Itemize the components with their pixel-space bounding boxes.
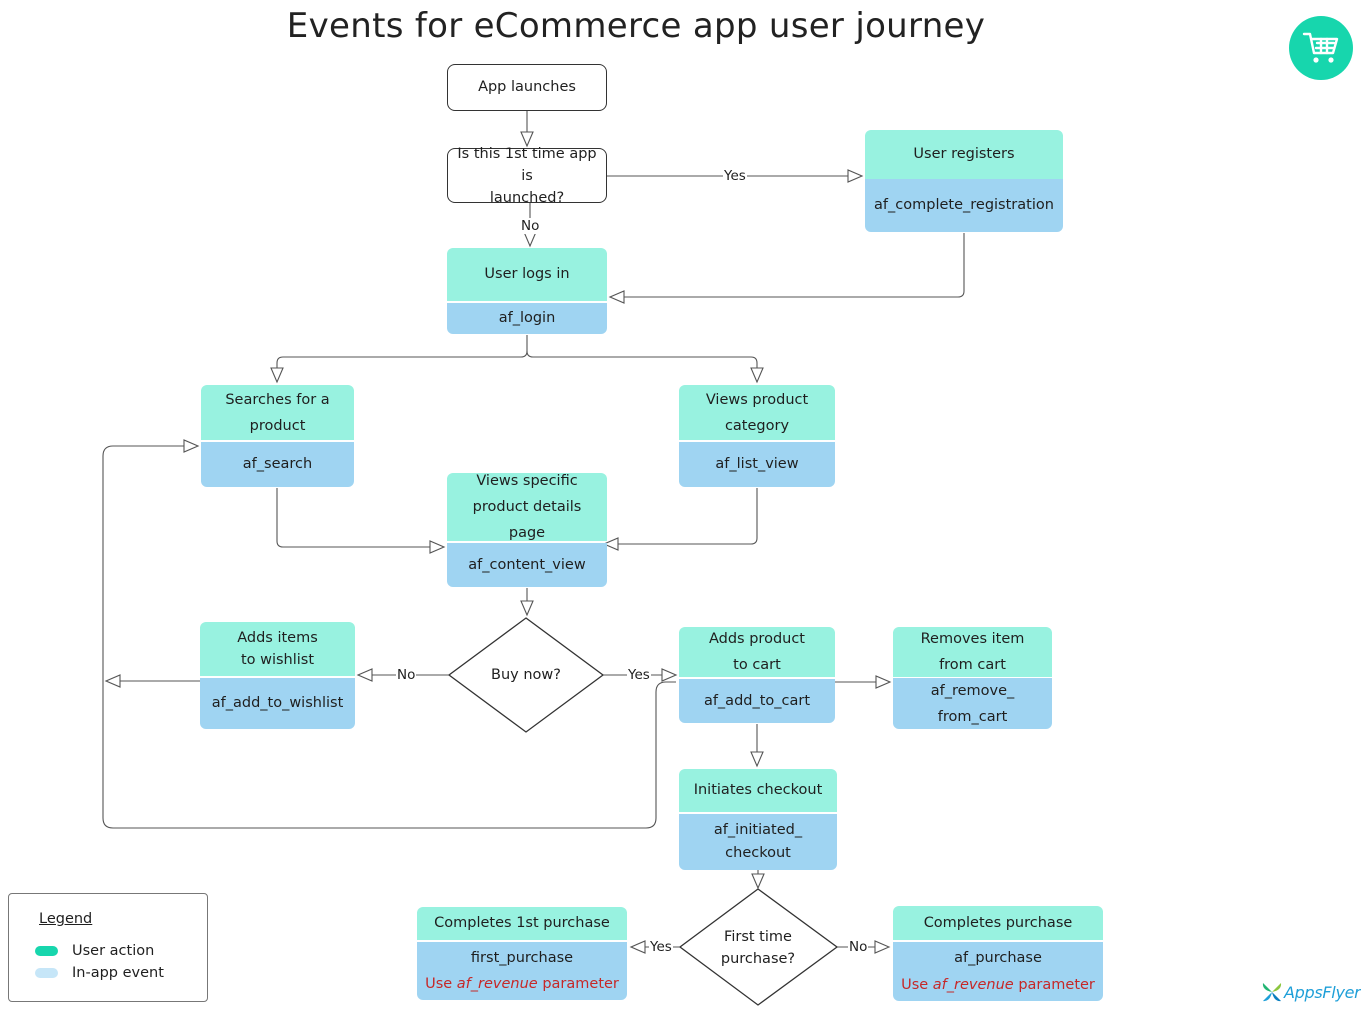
shopping-cart-icon — [1289, 16, 1353, 80]
edge-label-yes: Yes — [649, 939, 673, 955]
revenue-note-suffix: parameter — [1013, 976, 1095, 993]
node-completes-purchase: Completes purchase — [893, 906, 1103, 940]
node-adds-to-wishlist: Adds items to wishlist — [200, 622, 355, 676]
edge-login-split — [276, 335, 528, 382]
event-af-initiated-checkout: af_initiated_ checkout — [679, 814, 837, 870]
arrowhead — [429, 540, 446, 554]
arrowhead — [523, 231, 537, 248]
appsflyer-logo: AppsFlyer — [1260, 980, 1361, 1004]
event-af-add-to-cart: af_add_to_cart — [679, 679, 835, 723]
event-af-search: af_search — [201, 442, 354, 487]
event-af-remove-from-cart: af_remove_ from_cart — [893, 678, 1052, 729]
legend-row-user-action: User action — [35, 943, 154, 959]
edge-label-yes: Yes — [627, 667, 651, 683]
buy-now-diamond-shape — [447, 617, 605, 733]
shopping-cart-icon-glyph — [1302, 32, 1339, 63]
node-buy-now-question: Buy now? — [491, 666, 561, 683]
edge-label-yes: Yes — [723, 168, 747, 184]
arrowhead — [750, 367, 764, 384]
arrowhead — [875, 675, 892, 689]
arrowhead — [356, 668, 373, 682]
arrowhead — [661, 668, 678, 682]
revenue-note-prefix: Use — [425, 976, 457, 992]
event-first-purchase: first_purchase Use af_revenue parameter — [417, 942, 627, 1000]
arrowhead — [602, 537, 619, 551]
event-af-add-to-wishlist: af_add_to_wishlist — [200, 678, 355, 729]
legend-title: Legend — [39, 911, 93, 927]
legend-swatch-in-app-event — [35, 968, 58, 978]
arrowhead — [520, 131, 534, 148]
legend-row-in-app-event: In-app event — [35, 965, 164, 981]
revenue-param: af_revenue — [456, 976, 538, 992]
event-af-complete-registration: af_complete_registration — [865, 179, 1063, 232]
edge-loop-to-search — [102, 445, 676, 829]
node-views-product-details: Views specific product details page — [447, 473, 607, 541]
node-first-time-purchase-question: First time purchase? — [720, 929, 796, 967]
arrowhead — [874, 940, 891, 954]
legend: Legend User action In-app event — [8, 893, 208, 1002]
legend-label-in-app-event: In-app event — [72, 965, 164, 981]
first-time-purchase-diamond-shape — [678, 888, 839, 1006]
event-af-purchase-label: af_purchase — [954, 949, 1042, 966]
node-initiates-checkout: Initiates checkout — [679, 769, 837, 812]
legend-swatch-user-action — [35, 946, 58, 956]
revenue-note-prefix: Use — [901, 976, 933, 993]
edge-label-no: No — [848, 939, 869, 955]
arrowhead — [847, 169, 864, 183]
arrowhead — [629, 940, 646, 954]
node-views-category: Views product category — [679, 385, 835, 440]
brand-name: AppsFlyer — [1284, 982, 1361, 1002]
event-first-purchase-label: first_purchase — [470, 950, 574, 966]
revenue-note: Use af_revenue parameter — [901, 972, 1095, 999]
arrowhead — [750, 751, 764, 768]
arrowhead — [183, 439, 200, 453]
edge-label-no: No — [520, 218, 541, 234]
edge-label-no: No — [396, 667, 417, 683]
node-adds-to-cart: Adds product to cart — [679, 627, 835, 677]
node-user-logs-in: User logs in — [447, 248, 607, 301]
edge-category-to-details — [604, 488, 758, 545]
node-first-launch-question: Is this 1st time app is launched? — [447, 146, 607, 206]
event-af-list-view: af_list_view — [679, 442, 835, 487]
event-af-purchase: af_purchase Use af_revenue parameter — [893, 942, 1103, 1001]
revenue-param: af_revenue — [932, 976, 1014, 993]
edge-search-to-details — [276, 488, 444, 548]
arrowhead — [608, 290, 625, 304]
node-removes-from-cart: Removes item from cart — [893, 627, 1052, 677]
revenue-note-suffix: parameter — [537, 976, 619, 992]
edge-register-to-login — [610, 233, 965, 298]
appsflyer-logo-icon — [1262, 983, 1282, 1002]
arrowhead — [104, 674, 121, 688]
edge-login-to-category — [526, 350, 758, 382]
node-app-launches: App launches — [447, 64, 607, 111]
event-af-login: af_login — [447, 303, 607, 334]
arrowhead — [751, 873, 765, 890]
revenue-note: Use af_revenue parameter — [425, 971, 619, 997]
diagram-title: Events for eCommerce app user journey — [286, 6, 986, 46]
legend-label-user-action: User action — [72, 943, 155, 959]
arrowhead — [520, 600, 534, 617]
node-user-registers: User registers — [865, 130, 1063, 179]
arrowhead — [270, 367, 284, 384]
node-searches-product: Searches for a product — [201, 385, 354, 440]
event-af-content-view: af_content_view — [447, 543, 607, 587]
node-completes-first-purchase: Completes 1st purchase — [417, 907, 627, 940]
